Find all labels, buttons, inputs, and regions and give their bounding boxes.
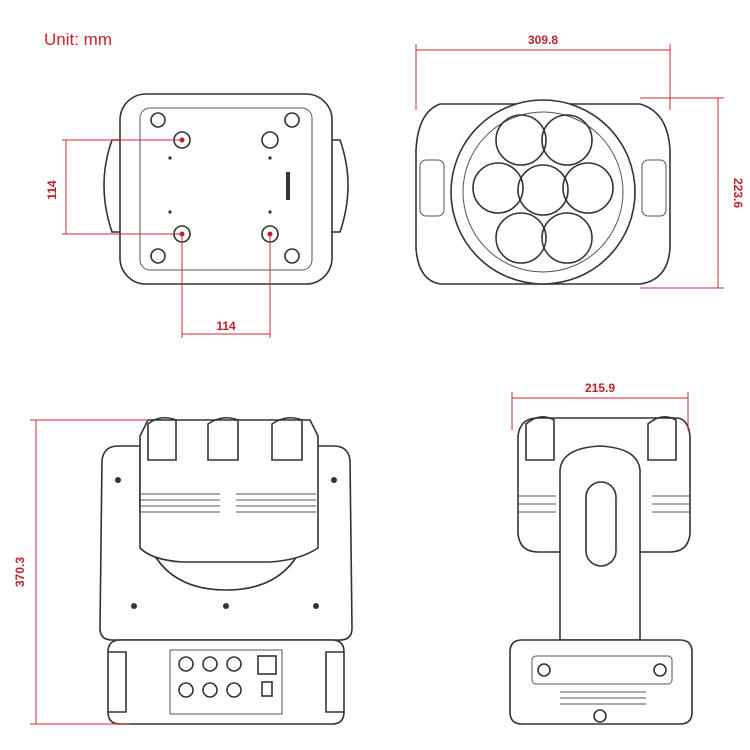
- lens: [472, 162, 524, 214]
- safety-eyelet: [593, 709, 607, 723]
- top-view-plate: [139, 107, 313, 271]
- lens-array: [472, 114, 614, 264]
- screw: [115, 477, 121, 483]
- head-fin: [271, 416, 303, 461]
- screw: [653, 663, 667, 677]
- front-view: [415, 99, 671, 285]
- lens: [541, 212, 593, 264]
- base-body: [107, 639, 345, 725]
- lens-center: [517, 164, 569, 216]
- lens: [495, 114, 547, 166]
- side-display-panel: [531, 655, 673, 685]
- side-vent-grille: [518, 495, 690, 513]
- front-view-dimensions: [415, 44, 724, 289]
- top-horizontal-dimension: 114: [216, 319, 236, 333]
- side-elevation: [509, 416, 693, 725]
- head-fin: [147, 416, 177, 461]
- base-right-handle: [325, 651, 344, 713]
- dot: [168, 156, 172, 160]
- vent-grille: [140, 493, 316, 513]
- front-elevation: [99, 416, 353, 725]
- front-height-dimension: 223.6: [731, 178, 745, 208]
- side-yoke-slot: [585, 481, 617, 567]
- screw: [150, 112, 166, 128]
- dot: [268, 156, 272, 160]
- screw: [131, 603, 137, 609]
- unit-label: Unit: mm: [44, 30, 112, 49]
- full-height-dimension: 370.3: [13, 557, 27, 587]
- side-base-vents: [560, 691, 646, 705]
- screw: [150, 248, 166, 264]
- screw: [537, 663, 551, 677]
- front-inner-ring: [462, 111, 624, 273]
- connector: [226, 682, 242, 698]
- side-base-body: [509, 639, 693, 725]
- screw: [284, 112, 300, 128]
- base-left-handle: [108, 651, 127, 713]
- side-yoke-arm: [559, 445, 641, 641]
- front-elevation-dimensions: [30, 419, 148, 725]
- dot: [168, 210, 172, 214]
- side-width-dimension: 215.9: [585, 381, 615, 395]
- fuse: [261, 681, 273, 697]
- top-view-body: [119, 93, 333, 285]
- connector-panel: [169, 649, 283, 715]
- side-elevation-dimensions: [511, 392, 689, 430]
- dot: [268, 210, 272, 214]
- top-vertical-dimension: 114: [45, 180, 59, 200]
- connector: [202, 656, 218, 672]
- front-width-dimension: 309.8: [528, 33, 558, 47]
- front-right-knob: [641, 159, 667, 217]
- power-switch: [257, 655, 277, 675]
- head-fin: [207, 416, 239, 461]
- screw: [331, 477, 337, 483]
- connector: [178, 682, 194, 698]
- side-fin: [647, 416, 677, 461]
- head-body: [139, 419, 319, 563]
- connector: [202, 682, 218, 698]
- connector: [178, 656, 194, 672]
- lens: [562, 162, 614, 214]
- top-view: [103, 93, 349, 285]
- screw: [313, 603, 319, 609]
- connector: [226, 656, 242, 672]
- screw: [223, 603, 229, 609]
- side-fin: [525, 416, 555, 461]
- top-view-dimensions: [62, 139, 271, 338]
- quick-lock-point: [261, 131, 279, 149]
- label-slot: [286, 172, 290, 200]
- lens: [541, 114, 593, 166]
- front-left-knob: [419, 159, 445, 217]
- lens: [495, 212, 547, 264]
- screw: [284, 248, 300, 264]
